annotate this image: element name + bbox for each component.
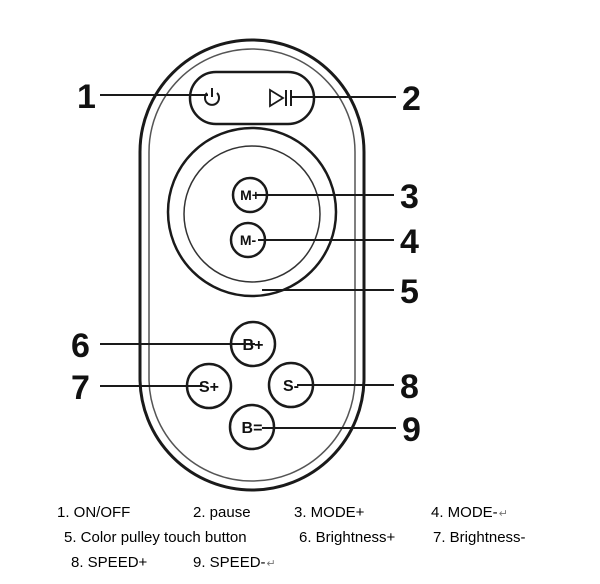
- callout-3: 3: [400, 178, 419, 216]
- speed-minus-label: S-: [283, 378, 299, 395]
- legend-item-6-text: 6. Brightness+: [299, 529, 396, 546]
- legend-item-1: 1. ON/OFF: [57, 503, 130, 523]
- legend-item-8: 8. SPEED+: [71, 553, 147, 573]
- callout-9: 9: [402, 411, 421, 449]
- legend-item-6: 6. Brightness+: [299, 528, 395, 548]
- brightness-plus-label: B+: [243, 337, 264, 354]
- brightness-minus-button[interactable]: B=: [228, 403, 276, 451]
- remote-diagram: M+ M- B+ S+ S- B= 1 2 3 4 5 6: [71, 38, 421, 492]
- legend-item-5: 5. Color pulley touch button: [64, 528, 247, 548]
- callout-2: 2: [402, 80, 421, 118]
- legend-item-3: 3. MODE+: [294, 503, 364, 523]
- callout-1: 1: [77, 78, 96, 116]
- legend-item-2: 2. pause: [193, 503, 251, 523]
- legend-item-7-text: 7. Brightness-: [433, 529, 526, 546]
- callout-5: 5: [400, 273, 419, 311]
- mode-plus-button[interactable]: M+: [231, 176, 269, 214]
- legend-item-5-text: 5. Color pulley touch button: [64, 529, 247, 546]
- leader-lines: [100, 94, 396, 429]
- legend-item-1-text: 1. ON/OFF: [57, 504, 131, 521]
- speed-plus-button[interactable]: S+: [185, 362, 233, 410]
- brightness-minus-label: B=: [242, 420, 263, 437]
- speed-plus-label: S+: [199, 379, 219, 396]
- mode-minus-label: M-: [240, 232, 257, 248]
- callout-numbers: 1 2 3 4 5 6 7 8 9: [71, 78, 421, 449]
- legend-item-8-text: 8. SPEED+: [71, 554, 148, 571]
- legend-item-4-text: 4. MODE-: [431, 504, 498, 521]
- return-mark-icon: ↵: [498, 508, 508, 520]
- legend-item-9-text: 9. SPEED-: [193, 554, 266, 571]
- legend-item-9: 9. SPEED-↵: [193, 553, 276, 574]
- callout-4: 4: [400, 223, 419, 261]
- callout-8: 8: [400, 368, 419, 406]
- legend-item-3-text: 3. MODE+: [294, 504, 365, 521]
- legend-item-2-text: 2. pause: [193, 504, 251, 521]
- legend: 1. ON/OFF 2. pause 3. MODE+ 4. MODE-↵ 5.…: [0, 503, 600, 583]
- legend-item-7: 7. Brightness-: [433, 528, 526, 548]
- mode-plus-label: M+: [240, 187, 260, 203]
- callout-6: 6: [71, 327, 90, 365]
- callout-7: 7: [71, 369, 90, 407]
- return-mark-icon: ↵: [266, 558, 276, 570]
- power-icon[interactable]: [204, 88, 220, 106]
- legend-item-4: 4. MODE-↵: [431, 503, 508, 524]
